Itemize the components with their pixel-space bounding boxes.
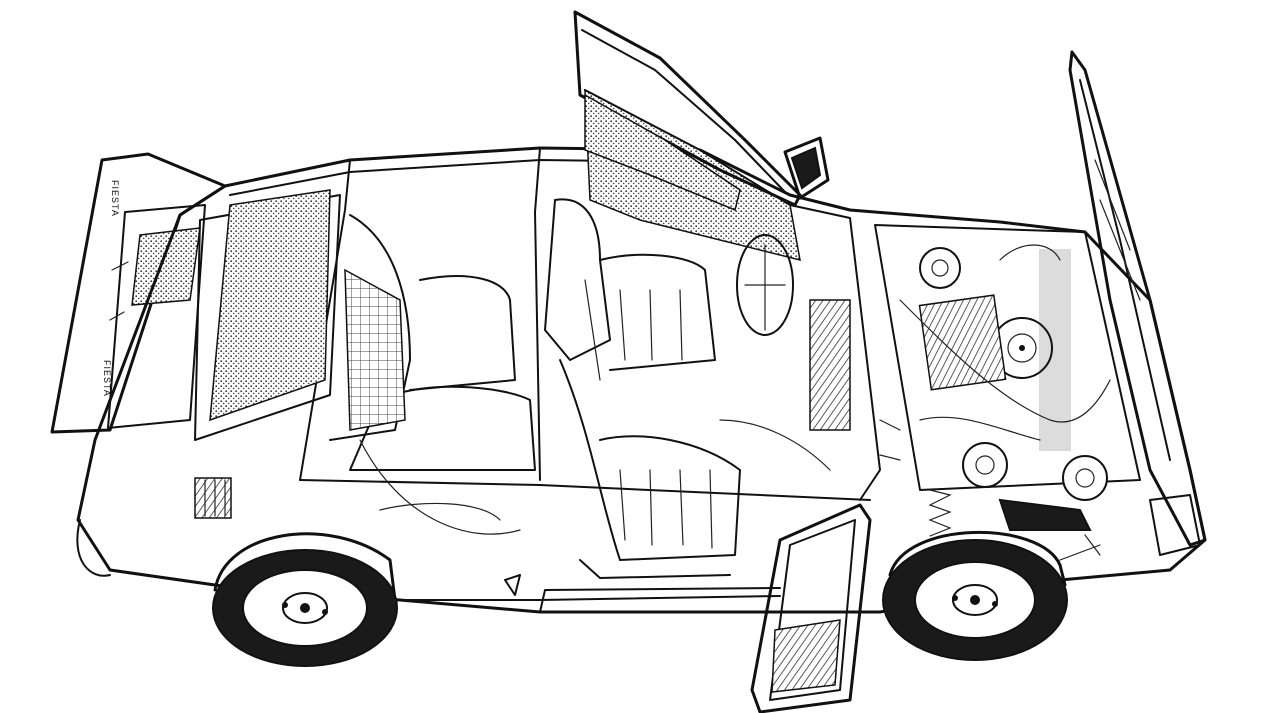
- body-shell: [76, 146, 1207, 614]
- rear-wheel: [212, 532, 398, 667]
- front-seat: [544, 198, 741, 579]
- driver-door-open: [573, 10, 830, 212]
- steering-wheel: [736, 234, 794, 336]
- hatch-badge-bottom: FIESTA: [102, 360, 112, 397]
- hatch-badge-top: FIESTA: [110, 180, 120, 217]
- front-wheel: [882, 531, 1068, 661]
- passenger-door-open: [750, 503, 872, 713]
- body-details: [76, 419, 1201, 596]
- rear-seat: [329, 214, 536, 535]
- wing-mirror: [783, 136, 830, 200]
- raised-bonnet: [1068, 50, 1207, 547]
- engine-bay: [874, 224, 1141, 537]
